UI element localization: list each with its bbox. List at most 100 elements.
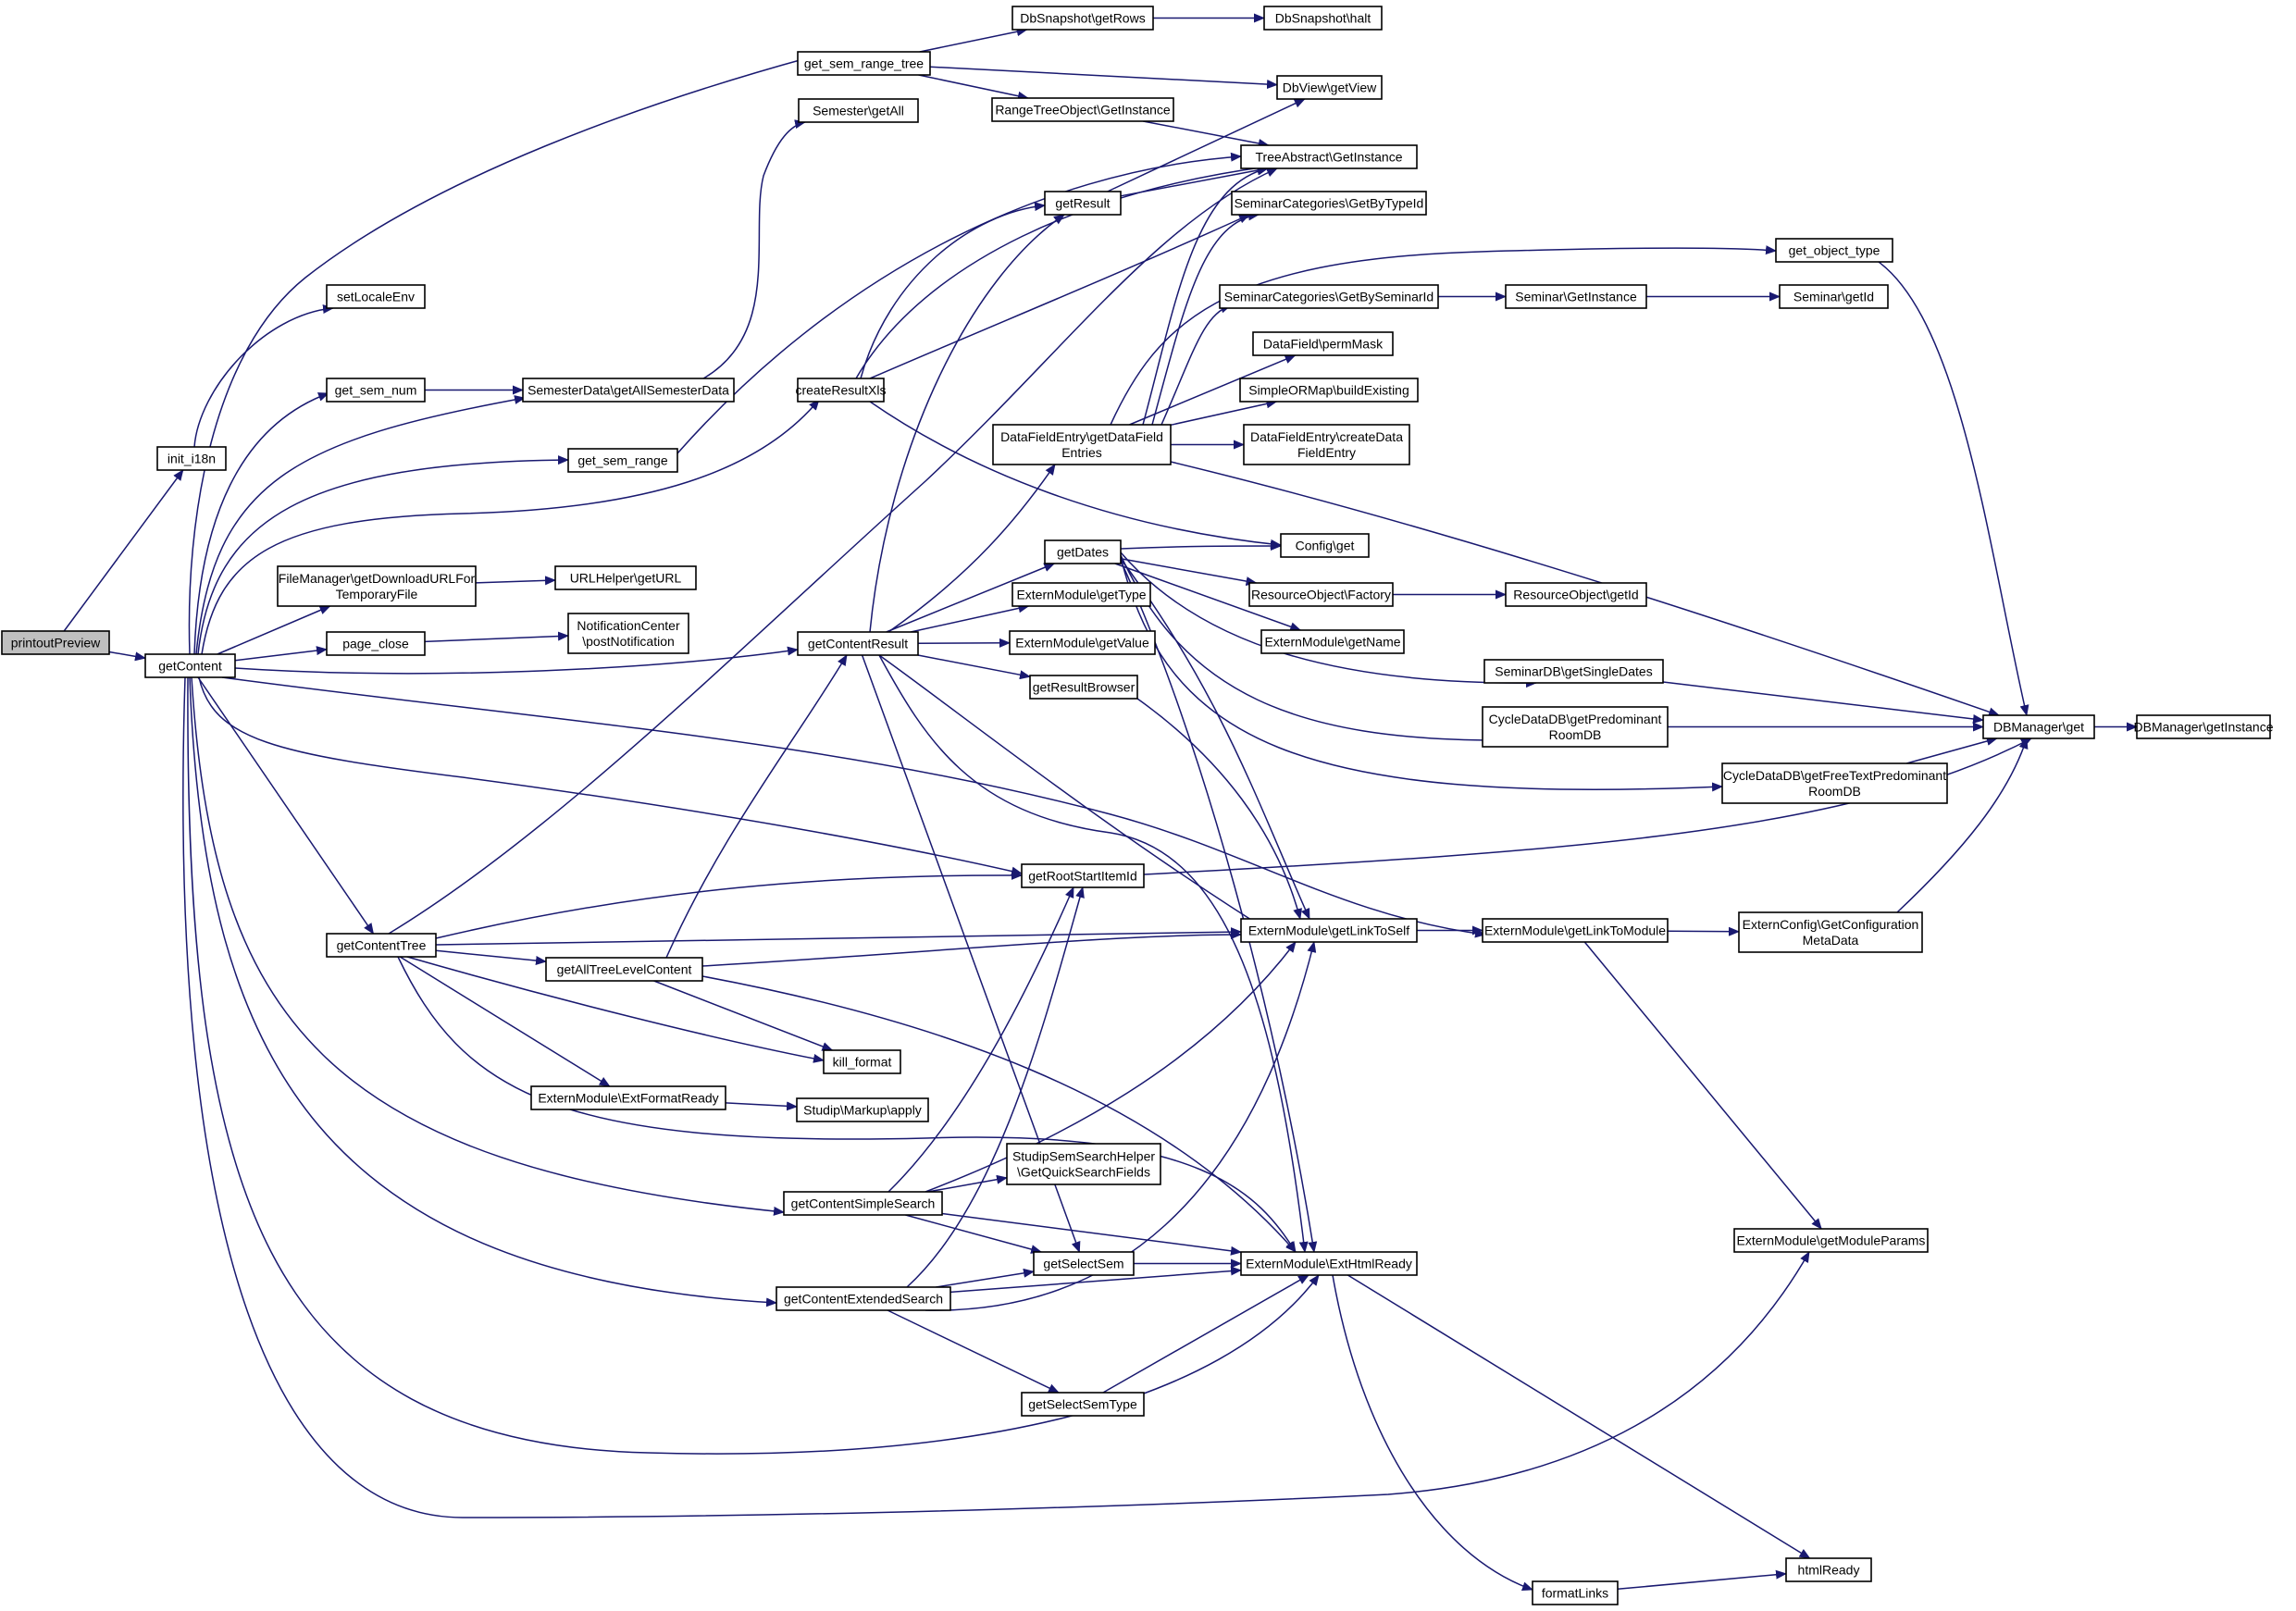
node-label: getSelectSemType: [1028, 1397, 1137, 1412]
node-SimpleORMap_buildExisting[interactable]: SimpleORMap\buildExisting: [1239, 378, 1419, 403]
node-box: [522, 378, 735, 403]
call-edge-getContentResult-to-DataFieldEntry_getDataFieldEntries: [887, 464, 1056, 633]
node-NotificationCenter_postNotification[interactable]: NotificationCenter\postNotification: [567, 613, 689, 654]
node-label: getRootStartItemId: [1028, 869, 1137, 884]
node-Config_get[interactable]: Config\get: [1280, 533, 1370, 558]
node-box: [1239, 378, 1419, 403]
call-edge-getContentExtendedSearch-to-getRootStartItemId: [906, 886, 1085, 1288]
node-DbSnapshot_getRows[interactable]: DbSnapshot\getRows: [1011, 6, 1154, 31]
node-Semester_getAll[interactable]: Semester\getAll: [798, 98, 919, 123]
node-getResultBrowser[interactable]: getResultBrowser: [1029, 675, 1138, 700]
node-label: get_sem_range: [577, 453, 668, 468]
node-getRootStartItemId[interactable]: getRootStartItemId: [1021, 863, 1145, 888]
node-ResourceObject_getId[interactable]: ResourceObject\getId: [1505, 582, 1647, 607]
node-DbSnapshot_halt[interactable]: DbSnapshot\halt: [1263, 6, 1383, 31]
node-getAllTreeLevelContent[interactable]: getAllTreeLevelContent: [545, 957, 703, 982]
node-label: Studip\Markup\apply: [803, 1103, 922, 1118]
node-page_close[interactable]: page_close: [326, 631, 426, 656]
node-Seminar_getId[interactable]: Seminar\getId: [1779, 284, 1889, 309]
node-ExternModule_getValue[interactable]: ExternModule\getValue: [1009, 630, 1156, 655]
node-box: [1775, 238, 1893, 263]
node-get_sem_range[interactable]: get_sem_range: [567, 448, 678, 473]
node-label: TemporaryFile: [336, 587, 418, 601]
node-SemesterData_getAllSemesterData[interactable]: SemesterData\getAllSemesterData: [522, 378, 735, 403]
node-DataField_permMask[interactable]: DataField\permMask: [1252, 331, 1394, 356]
node-SeminarCategories_GetByTypeId[interactable]: SeminarCategories\GetByTypeId: [1231, 191, 1427, 216]
node-setLocaleEnv[interactable]: setLocaleEnv: [326, 284, 426, 309]
node-box: [567, 448, 678, 473]
node-getContentResult[interactable]: getContentResult: [797, 631, 919, 656]
node-getSelectSemType[interactable]: getSelectSemType: [1021, 1392, 1145, 1417]
node-getSelectSem[interactable]: getSelectSem: [1033, 1251, 1135, 1276]
node-ExternModule_getLinkToSelf[interactable]: ExternModule\getLinkToSelf: [1240, 918, 1418, 943]
node-DbView_getView[interactable]: DbView\getView: [1276, 75, 1383, 100]
node-getContentSimpleSearch[interactable]: getContentSimpleSearch: [783, 1191, 943, 1216]
node-ExternModule_getModuleParams[interactable]: ExternModule\getModuleParams: [1733, 1228, 1929, 1253]
node-label: getContentSimpleSearch: [791, 1196, 936, 1211]
node-label: ExternModule\getValue: [1015, 636, 1149, 651]
node-formatLinks[interactable]: formatLinks: [1532, 1580, 1619, 1605]
node-ResourceObject_Factory[interactable]: ResourceObject\Factory: [1248, 582, 1394, 607]
node-printoutPreview[interactable]: printoutPreview: [1, 630, 110, 655]
call-edge-getContent-to-get_sem_num: [193, 392, 329, 655]
node-createResultXls[interactable]: createResultXls: [795, 378, 887, 403]
node-label: printoutPreview: [11, 636, 101, 651]
node-label: DataField\permMask: [1263, 337, 1384, 352]
node-TreeAbstract_GetInstance[interactable]: TreeAbstract\GetInstance: [1240, 144, 1418, 169]
call-edge-getRootStartItemId-to-DBManager_get: [1143, 737, 2032, 875]
node-ExternModule_getName[interactable]: ExternModule\getName: [1260, 629, 1405, 654]
node-label: RangeTreeObject\GetInstance: [995, 103, 1171, 118]
node-ExternModule_getType[interactable]: ExternModule\getType: [1011, 582, 1151, 607]
node-StudipSemSearchHelper_GetQuickSearchFields[interactable]: StudipSemSearchHelper\GetQuickSearchFiel…: [1006, 1143, 1161, 1185]
node-label: SeminarDB\getSingleDates: [1495, 664, 1652, 679]
call-edge-get_sem_range_tree-to-DbView_getView: [929, 66, 1278, 90]
call-edge-getContentTree-to-ExternModule_getLinkToSelf: [435, 927, 1242, 946]
node-DBManager_get[interactable]: DBManager\get: [1982, 714, 2095, 739]
node-getContent[interactable]: getContent: [144, 653, 236, 678]
node-SeminarCategories_GetBySeminarId[interactable]: SeminarCategories\GetBySeminarId: [1219, 284, 1439, 309]
node-Seminar_GetInstance[interactable]: Seminar\GetInstance: [1505, 284, 1647, 309]
call-edge-getContentResult-to-ExternModule_ExtHtmlReady: [878, 654, 1309, 1253]
node-htmlReady[interactable]: htmlReady: [1785, 1557, 1872, 1582]
node-box: [1006, 1143, 1161, 1185]
node-Studip_Markup_apply[interactable]: Studip\Markup\apply: [796, 1097, 929, 1122]
node-get_sem_range_tree[interactable]: get_sem_range_tree: [797, 51, 931, 76]
call-edge-SeminarDB_getSingleDates-to-DBManager_get: [1662, 681, 1984, 724]
node-init_i18n[interactable]: init_i18n: [156, 446, 227, 471]
call-edge-getContent-to-get_sem_range: [197, 455, 569, 655]
node-box: [1276, 75, 1383, 100]
node-label: Seminar\GetInstance: [1515, 290, 1637, 304]
call-edge-getContent-to-FileManager_getDownloadURL: [217, 605, 331, 655]
node-getContentExtendedSearch[interactable]: getContentExtendedSearch: [776, 1286, 951, 1311]
call-edge-DataFieldEntry_getDataFieldEntries-to-get_object_type: [1110, 245, 1777, 426]
node-box: [1029, 675, 1138, 700]
node-getContentTree[interactable]: getContentTree: [326, 933, 437, 958]
node-label: Semester\getAll: [813, 104, 904, 118]
node-box: [1021, 863, 1145, 888]
node-DBManager_getInstance[interactable]: DBManager\getInstance: [2134, 714, 2274, 739]
node-SeminarDB_getSingleDates[interactable]: SeminarDB\getSingleDates: [1483, 659, 1664, 684]
node-get_object_type[interactable]: get_object_type: [1775, 238, 1893, 263]
node-label: FieldEntry: [1297, 445, 1356, 460]
node-RangeTreeObject_GetInstance[interactable]: RangeTreeObject\GetInstance: [991, 97, 1174, 122]
node-box: [1240, 1251, 1418, 1276]
node-URLHelper_getURL[interactable]: URLHelper\getURL: [554, 565, 697, 590]
node-ExternModule_ExtHtmlReady[interactable]: ExternModule\ExtHtmlReady: [1240, 1251, 1418, 1276]
node-FileManager_getDownloadURL[interactable]: FileManager\getDownloadURLForTemporaryFi…: [277, 565, 477, 607]
node-box: [1779, 284, 1889, 309]
node-label: ExternConfig\GetConfiguration: [1743, 917, 1919, 932]
node-getResult[interactable]: getResult: [1044, 191, 1122, 216]
node-ExternModule_getLinkToModule[interactable]: ExternModule\getLinkToModule: [1482, 918, 1669, 943]
node-box: [797, 51, 931, 76]
node-get_sem_num[interactable]: get_sem_num: [326, 378, 426, 403]
call-edge-getAllTreeLevelContent-to-ExternModule_ExtHtmlReady: [701, 975, 1297, 1253]
node-kill_format[interactable]: kill_format: [823, 1049, 901, 1074]
node-getDates[interactable]: getDates: [1044, 539, 1122, 564]
node-label: ExternModule\ExtFormatReady: [538, 1091, 718, 1106]
node-ExternModule_ExtFormatReady[interactable]: ExternModule\ExtFormatReady: [530, 1085, 726, 1110]
